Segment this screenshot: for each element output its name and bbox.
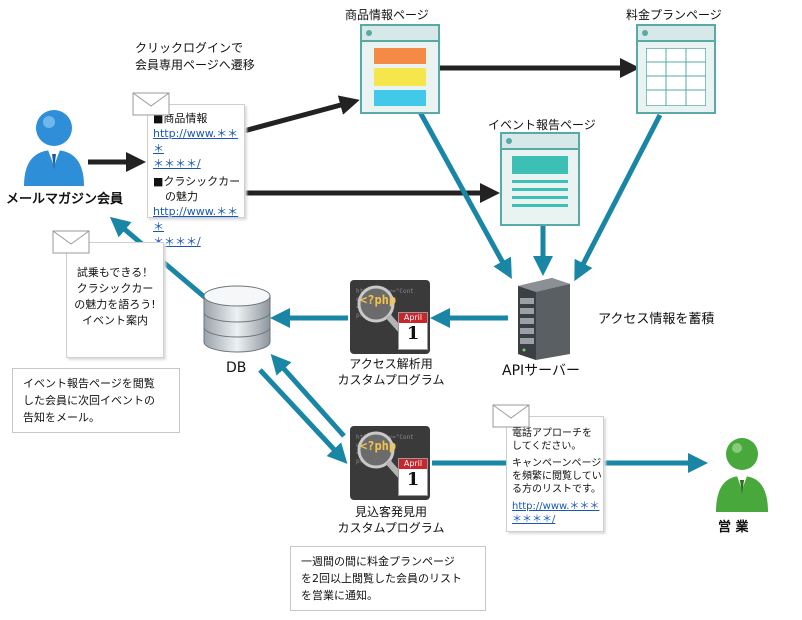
table-grid-icon <box>646 48 706 106</box>
arrow-mail-to-product-page <box>239 95 360 135</box>
php-tag: <?php <box>360 293 397 307</box>
mail-link-product-2[interactable]: ＊＊＊＊/ <box>153 157 201 170</box>
event-page-label: イベント報告ページ <box>488 118 596 132</box>
member-person-icon <box>24 110 84 186</box>
prospect-program-icon: http-equiv="Content-type<phpprint.date <… <box>350 426 430 500</box>
event-note-box: イベント報告ページを閲覧 した会員に次回イベントの 告知をメール。 <box>12 368 180 433</box>
envelope-icon <box>492 404 530 428</box>
event-header-block <box>512 156 568 174</box>
product-page-label: 商品情報ページ <box>345 8 429 22</box>
arrow-pricing-to-api <box>574 113 663 282</box>
sales-person-icon <box>716 438 768 512</box>
envelope-icon <box>52 230 90 254</box>
api-server-label: APIサーバー <box>502 363 581 379</box>
arrow-prospect-to-db <box>270 354 346 438</box>
mail-link-event-2[interactable]: ＊＊＊＊/ <box>153 235 201 248</box>
member-mail-document: ■商品情報 http://www.＊＊＊ ＊＊＊＊/ ■クラシックカー の魅力 … <box>147 104 245 248</box>
event-page-icon <box>500 132 580 226</box>
arrow-product-to-api <box>417 110 512 280</box>
database-icon <box>203 285 271 353</box>
pricing-page-label: 料金プランページ <box>626 8 722 22</box>
access-program-label: アクセス解析用 カスタムプログラム <box>337 357 445 387</box>
db-label: DB <box>226 360 247 376</box>
calendar-icon: April 1 <box>398 312 428 350</box>
sales-list-link[interactable]: http://www.＊＊＊ <box>512 501 600 512</box>
plan-note-box: 一週間の間に料金プランページ を2回以上閲覧した会員のリスト を営業に通知。 <box>290 546 486 611</box>
product-page-icon <box>360 24 440 114</box>
calendar-icon: April 1 <box>398 458 428 496</box>
yellow-block <box>374 68 426 86</box>
mail-link-product[interactable]: http://www.＊＊＊ <box>153 127 239 155</box>
sales-list-link-2[interactable]: ＊＊＊＊/ <box>512 514 556 525</box>
sales-mail-document: 電話アプローチを してください。 キャンペーンページ を頻繁に閲覧してい る方の… <box>506 416 604 532</box>
click-login-caption: クリックログインで 会員専用ページへ遷移 <box>135 41 255 72</box>
pricing-page-icon <box>636 24 716 114</box>
cyan-block <box>374 90 426 106</box>
access-program-icon: http-equiv="Content-type<phpprint.date <… <box>350 280 430 354</box>
event-mail-document: 試乗もできる！ クラシックカー の魅力を語ろう! イベント案内 <box>66 242 164 358</box>
arrow-db-to-prospect <box>258 368 348 464</box>
server-icon <box>518 278 570 360</box>
php-tag: <?php <box>360 439 397 453</box>
mail-link-event[interactable]: http://www.＊＊＊ <box>153 205 239 233</box>
envelope-icon <box>132 92 170 116</box>
orange-block <box>374 48 426 64</box>
mail-item-classic: ■クラシックカー <box>153 175 241 188</box>
access-store-label: アクセス情報を蓄積 <box>598 312 715 327</box>
sales-label: 営 業 <box>718 520 749 535</box>
member-label: メールマガジン会員 <box>6 192 124 207</box>
prospect-program-label: 見込客発見用 カスタムプログラム <box>337 505 445 535</box>
